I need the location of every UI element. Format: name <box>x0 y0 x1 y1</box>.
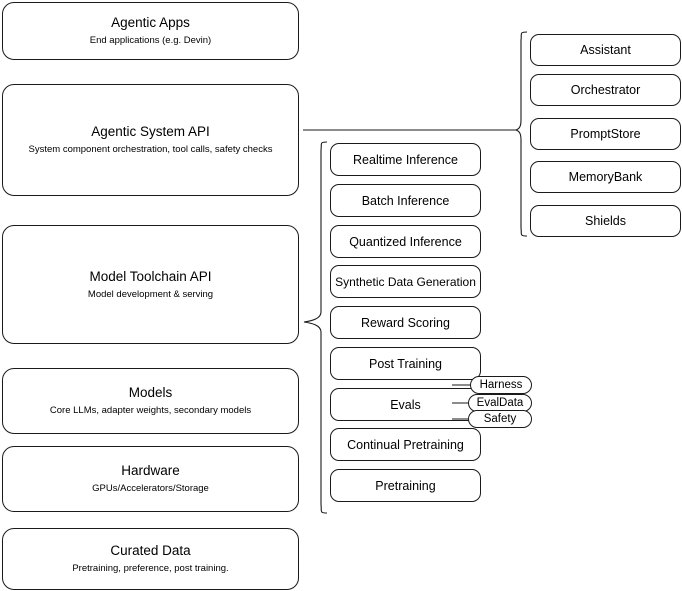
brace-agentic-components <box>514 31 528 237</box>
toolchain-item-label: Continual Pretraining <box>347 437 464 452</box>
agentic-item-label: Assistant <box>580 43 631 57</box>
agentic-item-orchestrator[interactable]: Orchestrator <box>530 74 681 106</box>
toolchain-item-quantized-inference[interactable]: Quantized Inference <box>330 225 481 258</box>
toolchain-item-realtime-inference[interactable]: Realtime Inference <box>330 143 481 176</box>
stack-layer-subtitle: Pretraining, preference, post training. <box>72 563 229 574</box>
stack-layer-agentic-system-api[interactable]: Agentic System API System component orch… <box>2 84 299 196</box>
stack-layer-models[interactable]: Models Core LLMs, adapter weights, secon… <box>2 368 299 434</box>
stack-layer-title: Model Toolchain API <box>89 268 212 284</box>
eval-tag-safety[interactable]: Safety <box>468 410 532 428</box>
toolchain-item-continual-pretraining[interactable]: Continual Pretraining <box>330 428 481 461</box>
stack-layer-title: Curated Data <box>110 543 191 558</box>
toolchain-item-post-training[interactable]: Post Training <box>330 347 481 380</box>
toolchain-item-synthetic-data-generation[interactable]: Synthetic Data Generation <box>330 265 481 298</box>
stack-layer-title: Hardware <box>121 463 180 478</box>
agentic-item-label: Shields <box>585 214 626 228</box>
toolchain-item-evals[interactable]: Evals <box>330 388 481 421</box>
stack-layer-hardware[interactable]: Hardware GPUs/Accelerators/Storage <box>2 446 299 512</box>
toolchain-item-batch-inference[interactable]: Batch Inference <box>330 184 481 217</box>
toolchain-item-label: Realtime Inference <box>353 152 458 167</box>
toolchain-item-label: Synthetic Data Generation <box>335 274 476 289</box>
stack-layer-subtitle: GPUs/Accelerators/Storage <box>92 483 209 494</box>
agentic-item-assistant[interactable]: Assistant <box>530 34 681 66</box>
eval-tag-label: Harness <box>479 379 523 391</box>
agentic-item-promptstore[interactable]: PromptStore <box>530 118 681 150</box>
eval-tag-label: EvalData <box>476 397 524 409</box>
toolchain-item-pretraining[interactable]: Pretraining <box>330 469 481 502</box>
stack-layer-subtitle: End applications (e.g. Devin) <box>89 35 212 46</box>
agentic-item-shields[interactable]: Shields <box>530 205 681 237</box>
stack-layer-title: Agentic System API <box>91 124 210 139</box>
eval-tag-harness[interactable]: Harness <box>470 376 532 394</box>
stack-layer-title: Models <box>128 385 173 400</box>
stack-layer-agentic-apps[interactable]: Agentic Apps End applications (e.g. Devi… <box>2 2 299 60</box>
stack-layer-model-toolchain-api[interactable]: Model Toolchain API Model development & … <box>2 225 299 344</box>
stack-layer-subtitle: System component orchestration, tool cal… <box>28 144 273 155</box>
toolchain-item-label: Post Training <box>369 356 442 371</box>
agentic-item-memorybank[interactable]: MemoryBank <box>530 161 681 193</box>
brace-toolchain-components <box>303 141 328 514</box>
toolchain-item-label: Quantized Inference <box>349 234 462 249</box>
agentic-item-label: MemoryBank <box>568 170 643 184</box>
stack-layer-subtitle: Core LLMs, adapter weights, secondary mo… <box>49 405 252 416</box>
toolchain-item-label: Batch Inference <box>361 193 450 208</box>
toolchain-item-label: Evals <box>390 397 421 412</box>
stack-layer-title: Agentic Apps <box>111 15 190 30</box>
stack-layer-curated-data[interactable]: Curated Data Pretraining, preference, po… <box>2 528 299 590</box>
agentic-item-label: Orchestrator <box>570 83 641 97</box>
toolchain-item-label: Pretraining <box>375 478 436 493</box>
toolchain-item-label: Reward Scoring <box>361 315 450 330</box>
toolchain-item-reward-scoring[interactable]: Reward Scoring <box>330 306 481 339</box>
stack-layer-subtitle: Model development & serving <box>87 288 214 300</box>
eval-tag-label: Safety <box>483 413 517 425</box>
agentic-item-label: PromptStore <box>570 127 641 141</box>
